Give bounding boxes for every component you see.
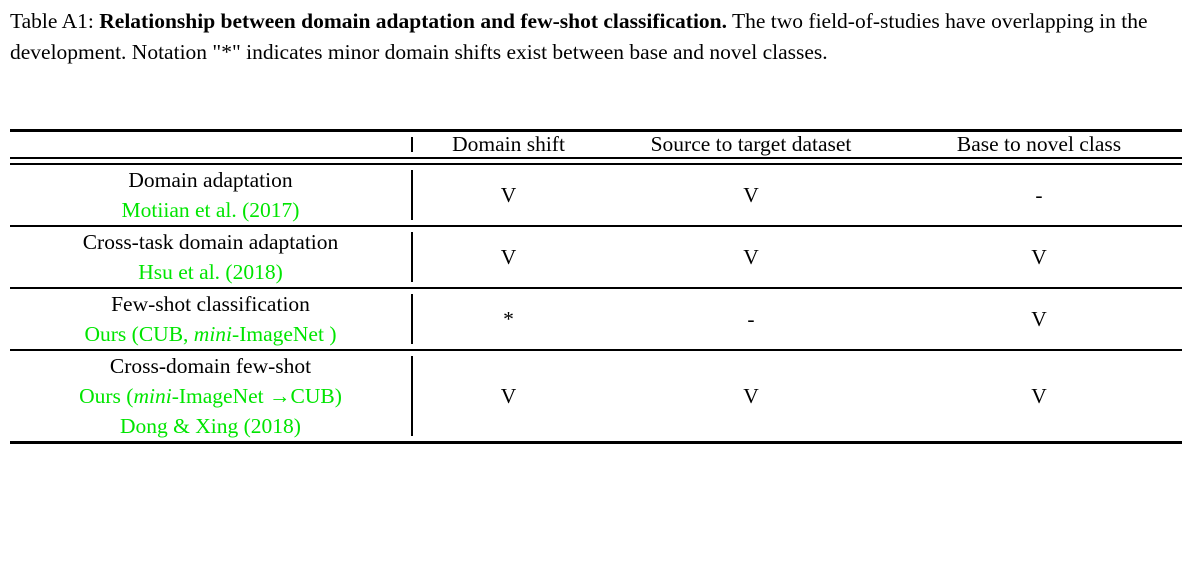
rule-header-upper: [10, 157, 1182, 159]
rule-top: [10, 129, 1182, 132]
header-cell-base-to-novel: Base to novel class: [956, 132, 1122, 156]
cell-source-to-target: -: [747, 306, 755, 331]
citation-line: Hsu et al. (2018): [138, 260, 283, 284]
table-row: Few-shot classification Ours (CUB, mini-…: [10, 289, 1182, 349]
table-body: Domain shift Source to target dataset Ba…: [10, 129, 1182, 444]
header-cell-method: [10, 132, 411, 157]
label-line: Domain adaptation: [128, 168, 293, 192]
cell-domain-shift: V: [411, 227, 606, 287]
rule-row-2: [10, 287, 1182, 289]
label-line: Few-shot classification: [111, 292, 310, 316]
table-header-row: Domain shift Source to target dataset Ba…: [10, 132, 1182, 157]
cell-source-to-target: V: [743, 244, 759, 269]
table-a1: Domain shift Source to target dataset Ba…: [10, 129, 1182, 444]
caption-bold-title: Relationship between domain adaptation a…: [99, 9, 727, 33]
table-row: Domain adaptation Motiian et al. (2017) …: [10, 165, 1182, 225]
cell-domain-shift: *: [411, 289, 606, 349]
row-label-few-shot-classification: Few-shot classification Ours (CUB, mini-…: [10, 289, 411, 349]
caption-prefix: Table A1:: [10, 9, 100, 33]
row-label-cross-domain-few-shot: Cross-domain few-shot Ours (mini-ImageNe…: [10, 351, 411, 441]
caption-body: The two field-of-studies have overlappin…: [10, 9, 1148, 64]
rule-row-1: [10, 225, 1182, 227]
header-cell-source-to-target: Source to target dataset: [650, 132, 852, 156]
comparison-table: Domain shift Source to target dataset Ba…: [10, 129, 1182, 444]
row-label-cross-task-domain-adaptation: Cross-task domain adaptation Hsu et al. …: [10, 227, 411, 287]
citation-line: Motiian et al. (2017): [121, 198, 300, 222]
cell-base-to-novel: -: [1035, 182, 1043, 207]
rule-bottom: [10, 441, 1182, 444]
cell-base-to-novel: V: [1031, 244, 1047, 269]
cell-domain-shift: V: [411, 351, 606, 441]
dataset-name-italic: mini: [133, 384, 172, 408]
cell-source-to-target: V: [743, 383, 759, 408]
citation-line: Ours (CUB, mini-ImageNet ): [84, 322, 337, 346]
header-cell-domain-shift: Domain shift: [411, 132, 606, 157]
dataset-name-italic: mini: [193, 322, 233, 346]
table-row: Cross-domain few-shot Ours (mini-ImageNe…: [10, 351, 1182, 441]
cell-domain-shift: V: [411, 165, 606, 225]
table-caption: Table A1: Relationship between domain ad…: [10, 6, 1182, 68]
cell-source-to-target: V: [743, 182, 759, 207]
citation-line: Dong & Xing (2018): [120, 414, 301, 438]
label-line: Cross-domain few-shot: [109, 354, 312, 378]
rule-header-lower: [10, 163, 1182, 165]
citation-line: Ours (mini-ImageNet →CUB): [79, 384, 342, 408]
cell-base-to-novel: V: [1031, 383, 1047, 408]
table-row: Cross-task domain adaptation Hsu et al. …: [10, 227, 1182, 287]
row-label-domain-adaptation: Domain adaptation Motiian et al. (2017): [10, 165, 411, 225]
label-line: Cross-task domain adaptation: [82, 230, 339, 254]
cell-base-to-novel: V: [1031, 306, 1047, 331]
rule-row-3: [10, 349, 1182, 351]
